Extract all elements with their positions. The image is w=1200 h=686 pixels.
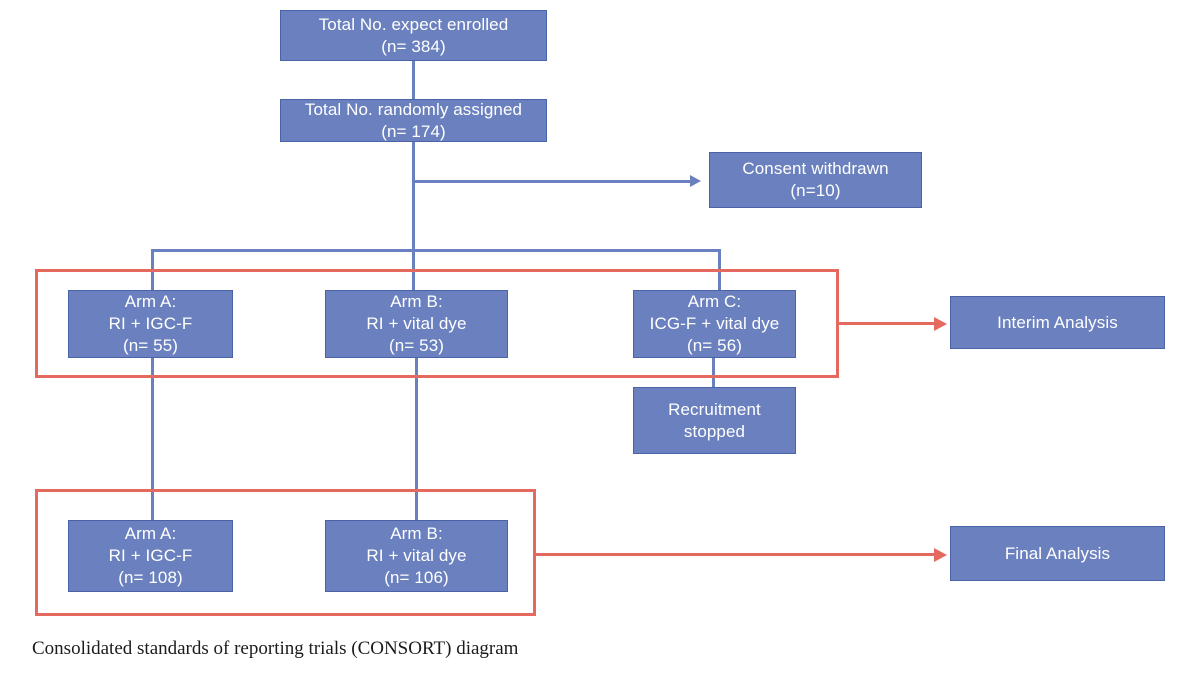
node-arm-a-interim[interactable]: Arm A: RI + IGC-F (n= 55) (68, 290, 233, 358)
node-arm-a-final[interactable]: Arm A: RI + IGC-F (n= 108) (68, 520, 233, 592)
node-line: RI + IGC-F (108, 546, 193, 566)
connector-arm-c-to-recruitment-stopped (712, 357, 715, 387)
arrowhead-consent-withdrawn-icon (690, 175, 701, 187)
node-line: (n= 108) (118, 567, 183, 587)
node-line: (n= 174) (381, 121, 446, 141)
node-total-expect-enrolled[interactable]: Total No. expect enrolled (n= 384) (280, 10, 547, 61)
node-line: Interim Analysis (997, 312, 1118, 332)
node-line: (n= 56) (686, 335, 743, 355)
connector-arm-a-interim-to-final (151, 357, 154, 520)
node-line: ICG-F + vital dye (649, 314, 780, 334)
node-line: Arm A: (124, 292, 177, 312)
node-total-randomly-assigned[interactable]: Total No. randomly assigned (n= 174) (280, 99, 547, 142)
red-arrow-line-to-final-analysis (535, 553, 934, 556)
node-line: (n= 106) (384, 567, 449, 587)
highlight-rect-final-arms (35, 489, 536, 616)
node-line: Total No. randomly assigned (304, 99, 523, 119)
node-final-analysis[interactable]: Final Analysis (950, 526, 1165, 581)
node-arm-c-interim[interactable]: Arm C: ICG-F + vital dye (n= 56) (633, 290, 796, 358)
node-recruitment-stopped[interactable]: Recruitment stopped (633, 387, 796, 454)
node-line: (n= 53) (388, 335, 445, 355)
diagram-caption: Consolidated standards of reporting tria… (32, 638, 519, 659)
node-arm-b-interim[interactable]: Arm B: RI + vital dye (n= 53) (325, 290, 508, 358)
node-line: Consent withdrawn (742, 159, 889, 179)
node-line: RI + IGC-F (108, 314, 193, 334)
node-line: Final Analysis (1004, 543, 1111, 563)
highlight-rect-interim-arms (35, 269, 839, 378)
arrowhead-interim-analysis-icon (934, 317, 947, 331)
node-interim-analysis[interactable]: Interim Analysis (950, 296, 1165, 349)
node-line: RI + vital dye (366, 546, 467, 566)
connector-randomized-to-consent-withdrawn (412, 180, 690, 183)
node-arm-b-final[interactable]: Arm B: RI + vital dye (n= 106) (325, 520, 508, 592)
node-consent-withdrawn[interactable]: Consent withdrawn (n=10) (709, 152, 922, 208)
node-line: (n= 384) (381, 36, 446, 56)
node-line: (n= 55) (122, 335, 179, 355)
connector-split-bar-arms (151, 249, 721, 252)
red-arrow-line-to-interim-analysis (838, 322, 934, 325)
node-line: RI + vital dye (366, 314, 467, 334)
node-line: Arm B: (390, 524, 443, 544)
node-line: Arm B: (390, 292, 443, 312)
node-line: stopped (683, 421, 746, 441)
node-line: Arm C: (687, 292, 742, 312)
connector-randomized-trunk (412, 141, 415, 251)
node-line: (n=10) (790, 181, 841, 200)
connector-enrolled-to-randomized (412, 60, 415, 99)
node-line: Arm A: (124, 524, 177, 544)
connector-arm-b-interim-to-final (415, 357, 418, 520)
node-line: Recruitment (668, 399, 761, 419)
node-line: Total No. expect enrolled (318, 14, 509, 34)
arrowhead-final-analysis-icon (934, 548, 947, 562)
